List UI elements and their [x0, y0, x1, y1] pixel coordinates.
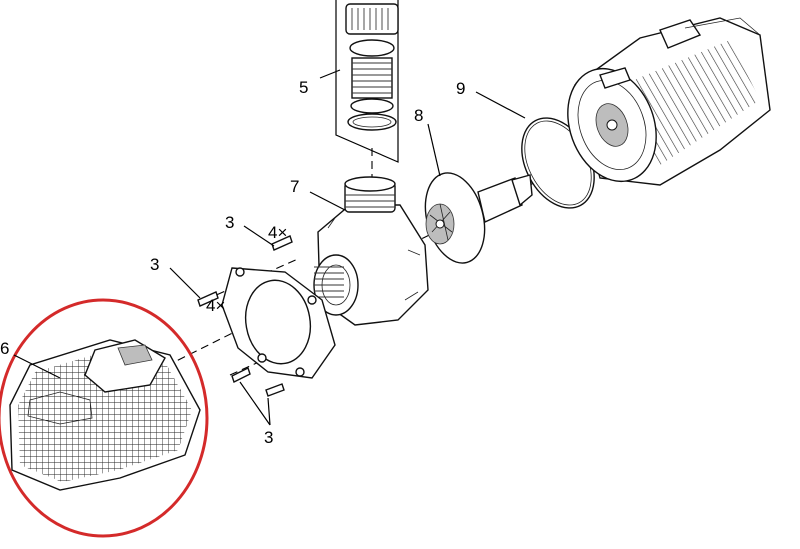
part-4-gasket-plate — [221, 267, 336, 379]
callout-6: 6 — [0, 339, 9, 358]
callout-4x-top: 4× — [268, 223, 287, 242]
part-3-screws — [197, 235, 293, 397]
callout-3-left: 3 — [150, 255, 159, 274]
callout-4x-left: 4× — [206, 296, 225, 315]
highlight-circle — [0, 298, 209, 538]
part-5-hose-connector — [335, 0, 399, 163]
callout-labels: 5 9 8 7 3 4× 3 4× 6 3 — [0, 78, 465, 447]
motor — [567, 17, 771, 186]
callout-3-top: 3 — [225, 213, 234, 232]
callout-5: 5 — [299, 78, 308, 97]
callout-3-bottom: 3 — [264, 428, 273, 447]
leader-lines — [13, 69, 526, 426]
part-7-pump-housing — [313, 176, 429, 326]
callout-7: 7 — [290, 177, 299, 196]
callout-9: 9 — [456, 79, 465, 98]
callout-8: 8 — [414, 106, 423, 125]
part-8-impeller — [424, 172, 533, 264]
part-6-filter-basket — [9, 339, 201, 491]
